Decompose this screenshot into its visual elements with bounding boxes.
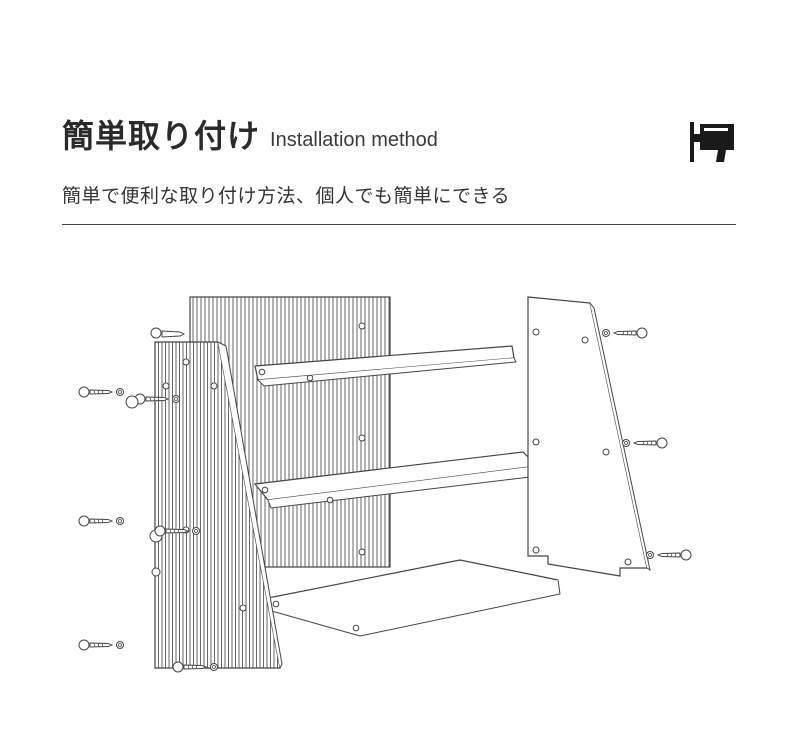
right-side-panel bbox=[527, 296, 651, 577]
title-row: 簡単取り付け Installation method bbox=[62, 116, 438, 156]
shelf-assembly-diagram bbox=[78, 296, 692, 673]
page-title-english: Installation method bbox=[270, 129, 438, 151]
power-drill-icon bbox=[690, 122, 734, 162]
subtitle: 簡単で便利な取り付け方法、個人でも簡単にできる bbox=[62, 185, 511, 207]
shelf-bottom bbox=[267, 559, 561, 637]
divider bbox=[62, 224, 736, 225]
screw-set-left bbox=[78, 327, 218, 673]
page-title: 簡単取り付け bbox=[62, 117, 261, 155]
shelf-top bbox=[254, 345, 517, 387]
